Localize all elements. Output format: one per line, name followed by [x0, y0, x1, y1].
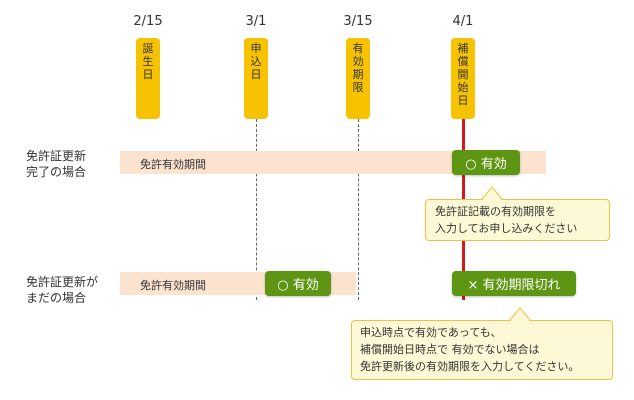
row1-valid-status-text: ○ 有効: [465, 157, 507, 172]
row1-valid-status: ○ 有効: [452, 150, 520, 175]
row1-label-line: 免許証更新: [26, 149, 87, 163]
event-char: 誕: [142, 42, 154, 55]
event-pill-application: 申 込 日: [244, 38, 268, 119]
event-char: 期: [352, 68, 364, 81]
row2-expired-status: × 有効期限切れ: [452, 271, 576, 296]
event-char: 生: [142, 55, 154, 68]
event-char: 日: [250, 68, 262, 81]
event-char: 補: [457, 42, 469, 55]
event-char: 効: [352, 55, 364, 68]
event-char: 日: [142, 68, 154, 81]
row1-label-line: 完了の場合: [26, 165, 87, 179]
event-char: 償: [457, 55, 469, 68]
row1-note: 免許証記載の有効期限を 入力してお申し込みください: [425, 199, 610, 241]
row1-note-line: 入力してお申し込みください: [435, 222, 578, 235]
date-label-coverage-start: 4/1: [452, 14, 474, 29]
row1-note-pointer-cover: [483, 198, 501, 201]
date-label-application: 3/1: [245, 14, 267, 29]
row2-label-line: まだの場合: [26, 291, 87, 305]
expiry-date-dashed-line: [358, 119, 359, 300]
row2-label: 免許証更新が まだの場合: [26, 274, 98, 306]
event-pill-expiry: 有 効 期 限: [346, 38, 370, 119]
row2-label-line: 免許証更新が: [26, 275, 99, 289]
row2-note-pointer-cover: [511, 319, 529, 322]
event-char: 申: [250, 42, 262, 55]
row2-band-label: 免許有効期間: [140, 279, 206, 292]
row2-valid-status: ○ 有効: [265, 271, 331, 296]
row2-expired-status-text: × 有効期限切れ: [467, 278, 561, 293]
date-label-expiry: 3/15: [343, 14, 373, 29]
row2-note-line: 免許更新後の有効期限を入力してください。: [360, 360, 580, 373]
event-char: 始: [457, 81, 469, 94]
event-char: 限: [352, 81, 364, 94]
event-char: 開: [457, 68, 469, 81]
row1-note-line: 免許証記載の有効期限を: [435, 205, 556, 218]
row2-valid-status-text: ○ 有効: [277, 278, 319, 293]
event-char: 日: [457, 94, 469, 107]
event-pill-coverage-start: 補 償 開 始 日: [451, 38, 475, 119]
event-char: 有: [352, 42, 364, 55]
event-pill-birthday: 誕 生 日: [136, 38, 160, 119]
date-label-birthday: 2/15: [133, 14, 163, 29]
row2-note-line: 申込時点で有効であっても、: [360, 326, 502, 339]
row2-note: 申込時点で有効であっても、 補償開始日時点で 有効でない場合は 免許更新後の有効…: [351, 320, 613, 380]
row1-band-label: 免許有効期間: [140, 158, 206, 171]
row1-label: 免許証更新 完了の場合: [26, 148, 86, 180]
event-char: 込: [250, 55, 262, 68]
row2-note-line: 補償開始日時点で 有効でない場合は: [360, 343, 540, 356]
application-date-dashed-line: [256, 119, 257, 300]
row1-validity-band: [120, 151, 546, 174]
